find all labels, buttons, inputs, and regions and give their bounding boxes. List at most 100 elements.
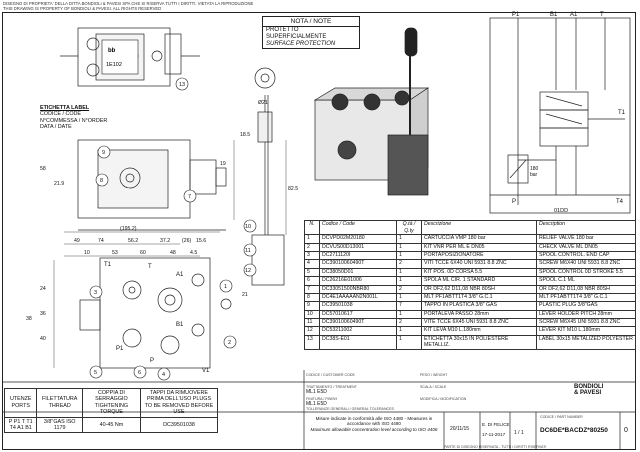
tb-lab-weight: PESO / WEIGHT bbox=[420, 373, 448, 377]
tb-code-label: CODICE / PART NUMBER bbox=[540, 415, 583, 419]
balloon-8: 8 bbox=[100, 178, 103, 184]
brand-line2: & PAVESI bbox=[574, 390, 602, 396]
schem-t: T bbox=[600, 12, 604, 18]
port-t1: T1 bbox=[104, 262, 112, 268]
port-p: P bbox=[150, 358, 154, 364]
bom-cell-qty: 1 bbox=[396, 242, 422, 252]
bom-cell-n: 13 bbox=[304, 334, 320, 351]
bom-cell-n: 11 bbox=[304, 318, 320, 328]
label-title: ETICHETTA LABEL bbox=[40, 105, 90, 111]
ports-h4: TAPPI DA RIMUOVERE PRIMA DELL'USO PLUGS … bbox=[139, 388, 219, 418]
balloon-10: 10 bbox=[245, 224, 251, 230]
dim-d4: 56.2 bbox=[128, 238, 138, 244]
dim-d7: 15.6 bbox=[196, 238, 206, 244]
bom-cell-n: 7 bbox=[304, 284, 320, 294]
balloon-7: 7 bbox=[188, 194, 191, 200]
schem-relief-unit: bar bbox=[530, 172, 538, 178]
dim-d11: 48 bbox=[170, 250, 176, 256]
note-title: NOTA / NOTE bbox=[263, 17, 359, 27]
tb-lab-treatment: TRATTAMENTO / TREATMENT bbox=[306, 385, 357, 389]
bom-cell-code: DC39501038 bbox=[319, 301, 397, 311]
schem-p: P bbox=[512, 199, 516, 205]
schem-t4: T4 bbox=[616, 199, 624, 205]
bom-cell-desc-en: SPOOL C.1 ML bbox=[536, 276, 636, 286]
balloon-11: 11 bbox=[245, 248, 251, 254]
bom-cell-code: DCVPD02M20180 bbox=[319, 234, 397, 244]
bom-h-code: Codice / Code bbox=[319, 219, 397, 236]
tb-date: 20/11/15 bbox=[450, 426, 470, 432]
ports-r3: 40-45 Nm bbox=[81, 416, 141, 434]
hydraulic-schematic bbox=[489, 17, 631, 214]
bom-cell-desc-it: VITI TCCE 6X40 UNI 5931 8.8 ZNC bbox=[421, 259, 537, 269]
dim-d5: 37.2 bbox=[160, 238, 170, 244]
balloon-6: 6 bbox=[138, 370, 141, 376]
top-view-body bbox=[77, 27, 171, 87]
bom-cell-qty: 2 bbox=[396, 284, 422, 294]
label-line3: DATA / DATE bbox=[40, 123, 72, 130]
dim-d13: 24 bbox=[40, 286, 46, 292]
note-line1: PROTETTO SUPERFICIALMENTE bbox=[266, 27, 327, 40]
bom-cell-n: 8 bbox=[304, 292, 320, 303]
balloon-3: 3 bbox=[94, 290, 97, 296]
bom-cell-code: DC38S-E01 bbox=[319, 334, 397, 351]
schem-relief: 180 bbox=[530, 166, 539, 172]
bom-cell-code: DC53211002 bbox=[319, 326, 397, 336]
bom-cell-n: 1 bbox=[304, 234, 320, 244]
label-plate-code: 1E102 bbox=[106, 62, 122, 68]
bom-cell-desc-it: TAPPO IN PLASTICA 3/8" GAS bbox=[421, 301, 537, 311]
bom-cell-n: 10 bbox=[304, 309, 320, 320]
dim-d9: 53 bbox=[112, 250, 118, 256]
note-box: NOTA / NOTE PROTETTO SUPERFICIALMENTE SU… bbox=[262, 16, 360, 49]
bom-cell-desc-it: KIT VNR PER ML E DN05 bbox=[421, 242, 537, 252]
bom-cell-desc-en: OR DF2,62 D11,08 NBR 80SH bbox=[536, 284, 636, 294]
bom-h-desc-it: Descrizione bbox=[421, 219, 537, 236]
bom-header-row: N. Codice / Code Q.tà / Q.ty Descrizione… bbox=[304, 219, 636, 236]
label-line1: CODICE / CODE bbox=[40, 111, 82, 118]
label-plate: bb 1E102 bbox=[101, 39, 139, 75]
sheet-border bbox=[2, 12, 636, 450]
header-note: DISEGNO DI PROPRIETA' DELLA DITTA BONDIO… bbox=[3, 1, 253, 11]
ports-h2: FILETTATURA THREAD bbox=[36, 388, 83, 418]
dim-d10: 60 bbox=[140, 250, 146, 256]
ports-r1: P P1 T T1 T4 A1 B1 bbox=[3, 416, 38, 434]
label-line2: N°COMMESSA / N°ORDER bbox=[40, 117, 108, 124]
ports-table: UTENZE PORTS FILETTATURA THREAD COPPIA D… bbox=[3, 388, 219, 434]
bom-cell-qty: 2 bbox=[396, 318, 422, 328]
note-line2: SURFACE PROTECTION bbox=[266, 41, 336, 47]
tb-date2: 17-11-2017 bbox=[482, 432, 506, 437]
dim-d6: (26) bbox=[182, 238, 191, 244]
bom-cell-code: DC4E1AAAAAN2N001L bbox=[319, 292, 397, 303]
schem-p1: P1 bbox=[512, 12, 520, 18]
bom-cell-n: 6 bbox=[304, 276, 320, 286]
tb-val-finish: ML1 E5D bbox=[306, 401, 327, 407]
bom-cell-desc-en: LABEL 30x15 METALIZED POLYESTER bbox=[536, 334, 636, 351]
top-port-a bbox=[86, 37, 100, 51]
tb-rev: 0 bbox=[624, 427, 628, 434]
port-a1: A1 bbox=[176, 272, 184, 278]
balloon-13: 13 bbox=[179, 82, 185, 88]
ports-r4: DC39501038 bbox=[139, 416, 219, 434]
bom-cell-desc-en: SPOOL CONTROL 0D STROKE 5.5 bbox=[536, 267, 636, 278]
bom-cell-n: 5 bbox=[304, 267, 320, 278]
bom-cell-code: DC39010060490T bbox=[319, 318, 397, 328]
bom-cell-n: 12 bbox=[304, 326, 320, 336]
tb-code: DC6DE*BACDZ*80250 bbox=[540, 427, 608, 434]
bom-cell-desc-en: CHECK VALVE ML DN05 bbox=[536, 242, 636, 252]
bom-cell-desc-it: MLT PF1ABTT1T4 3/8" G.C.1 bbox=[421, 292, 537, 303]
tb-lab-finish: FINITURA / FINISH bbox=[306, 397, 338, 401]
tb-note-iso: Misure indicate in conformità alle ISO 4… bbox=[306, 416, 442, 432]
bom-cell-desc-en: SCREW M6X45 UNI 5931 8.8 ZNC bbox=[536, 318, 636, 328]
bom-cell-desc-it: ETICHETTA 30x15 IN POLIESTERE METALLIZ. bbox=[421, 334, 537, 351]
tb-val-treatment: ML1 E5D bbox=[306, 389, 327, 395]
dim-d23: 38 bbox=[26, 316, 32, 322]
bom-cell-qty: 1 bbox=[396, 267, 422, 278]
bom-cell-desc-it: OR DF2,62 D11,08 NBR 80SH bbox=[421, 284, 537, 294]
balloon-12: 12 bbox=[245, 268, 251, 274]
